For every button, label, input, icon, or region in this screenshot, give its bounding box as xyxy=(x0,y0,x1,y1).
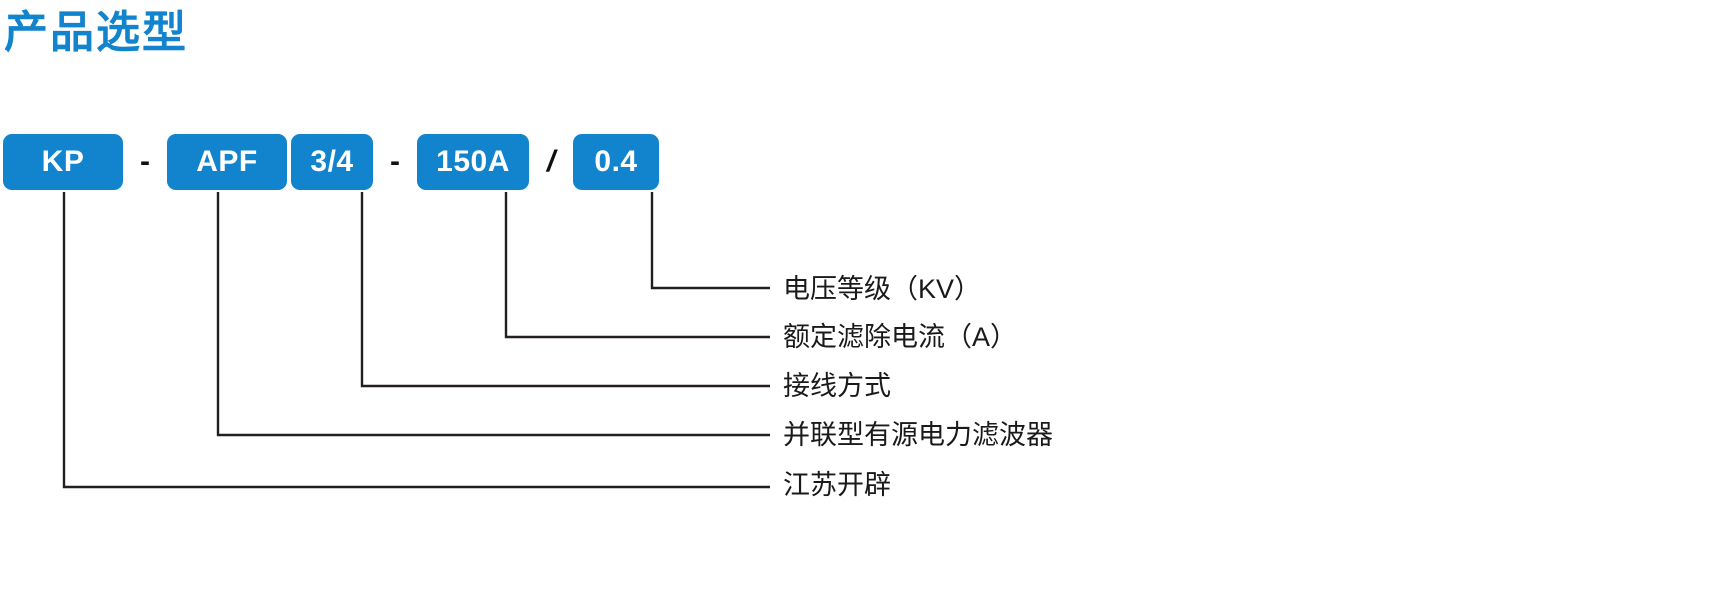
separator-dash-1: - xyxy=(140,145,150,178)
leader-line-voltage xyxy=(650,192,770,290)
separator-slash: / xyxy=(546,145,556,178)
callout-label-voltage: 电压等级（KV） xyxy=(783,274,982,304)
separator-dash-2: - xyxy=(390,145,400,178)
model-chip-voltage[interactable]: 0.4 xyxy=(573,134,659,190)
callout-label-wiring: 接线方式 xyxy=(783,371,891,401)
model-chip-series[interactable]: APF xyxy=(167,134,287,190)
leader-line-series xyxy=(216,192,770,437)
leader-line-current xyxy=(504,192,770,339)
leader-line-wiring xyxy=(360,192,770,388)
model-chip-current[interactable]: 150A xyxy=(417,134,529,190)
callout-label-current: 额定滤除电流（A） xyxy=(783,322,1018,352)
callout-label-brand: 江苏开辟 xyxy=(783,470,891,500)
model-chip-brand[interactable]: KP xyxy=(3,134,123,190)
model-code-row: KP - APF 3/4 - 150A / 0.4 xyxy=(3,134,659,190)
page-title: 产品选型 xyxy=(4,8,188,57)
callout-label-series: 并联型有源电力滤波器 xyxy=(783,420,1053,450)
model-chip-wiring[interactable]: 3/4 xyxy=(291,134,373,190)
leader-line-brand xyxy=(62,192,770,489)
